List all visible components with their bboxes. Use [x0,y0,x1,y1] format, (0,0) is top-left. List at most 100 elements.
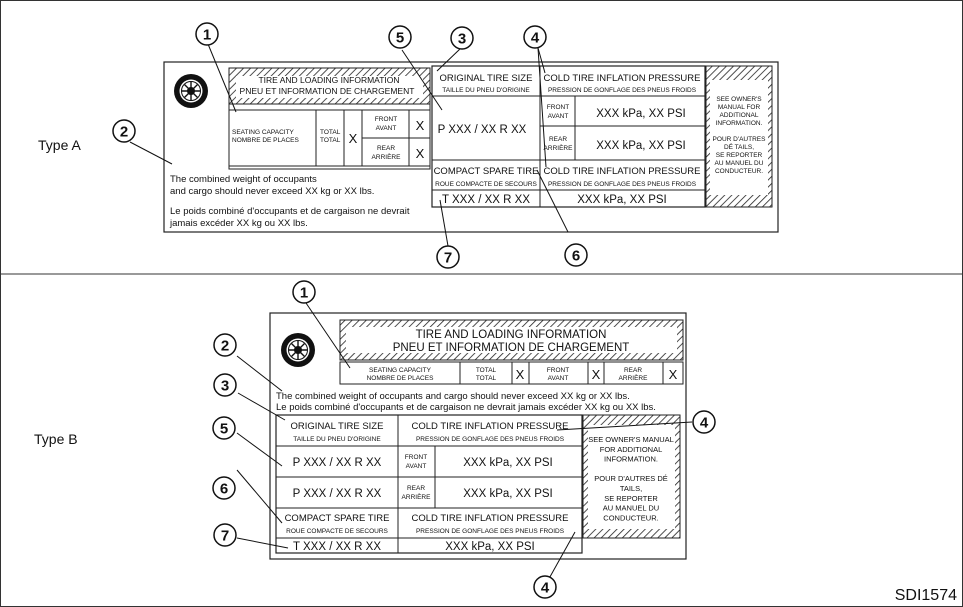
callout-4-b-bottom: 4 [533,575,557,599]
rear-label-fr: ARRIÈRE [544,143,574,152]
callout-5-b: 5 [212,416,236,440]
total-fr: TOTAL [476,375,497,382]
see-manual-line: POUR D'AUTRES [713,136,767,143]
callout-1-b: 1 [292,280,316,304]
callout-5-a: 5 [388,25,412,49]
weight-fr: Le poids combiné d'occupants et de carga… [276,402,656,413]
callout-6-a: 6 [564,243,588,267]
see-manual-line: TAILS, [620,484,642,493]
type-b-panel: Type B TIRE AND LOADING INFORMATION PNEU… [34,312,687,560]
callout-3-b: 3 [213,373,237,397]
rear-en: REAR [624,367,642,374]
weight-fr-line2: jamais excéder XX kg ou XX lbs. [169,218,308,229]
callout-3-a: 3 [450,26,474,50]
callout-7-a: 7 [436,245,460,269]
tire-icon [174,74,208,108]
see-manual-line: CONDUCTEUR. [715,168,763,175]
total-x: X [349,131,358,146]
see-manual-line: SEE OWNER'S [716,96,762,103]
type-a-callouts [129,43,569,247]
header-fr: PNEU ET INFORMATION DE CHARGEMENT [240,86,415,96]
cold-pressure-fr: PRESSION DE GONFLAGE DES PNEUS FROIDS [416,436,565,443]
see-manual-line: AU MANUEL DU [715,160,764,167]
svg-text:2: 2 [221,338,229,355]
seating-fr: NOMBRE DE PLACES [232,137,299,144]
type-b-callouts [236,302,693,585]
header-en: TIRE AND LOADING INFORMATION [258,75,399,85]
see-manual-line: INFORMATION. [604,455,658,464]
seating-fr: NOMBRE DE PLACES [367,375,434,382]
callout-4-b-top: 4 [692,410,716,434]
type-a-label: Type A [38,137,81,153]
front-x: X [416,118,425,133]
see-manual-line: SE REPORTER [604,494,658,503]
front-en: FRONT [375,116,397,123]
orig-tire-fr: TAILLE DU PNEU D'ORIGINE [442,87,530,94]
callout-4-a: 4 [523,25,547,49]
see-manual-line: AU MANUEL DU [603,504,659,513]
spare-pressure-fr: PRESSION DE GONFLAGE DES PNEUS FROIDS [416,528,565,535]
front-label-en: FRONT [547,104,569,111]
front-tire-size-value: P XXX / XX R XX [293,457,382,469]
spare-pressure-value: XXX kPa, XX PSI [445,541,534,553]
front-label-fr: AVANT [406,463,427,470]
compact-spare-fr: ROUE COMPACTE DE SECOURS [286,528,388,535]
callout-2-a: 2 [112,119,136,143]
type-b-callout-numbers: 1 2 3 5 6 7 4 4 [212,280,716,599]
front-label-fr: AVANT [548,113,569,120]
seating-en: SEATING CAPACITY [369,367,432,374]
rear-pressure-value: XXX kPa, XX PSI [596,140,685,152]
spare-size-value: T XXX / XX R XX [442,194,530,206]
svg-text:4: 4 [541,580,550,597]
orig-tire-fr: TAILLE DU PNEU D'ORIGINE [293,436,381,443]
spare-pressure-en: COLD TIRE INFLATION PRESSURE [544,166,701,177]
type-a-callout-numbers: 1 2 3 5 4 6 7 [112,22,588,269]
rear-fr: ARRIÈRE [372,152,402,161]
orig-tire-en: ORIGINAL TIRE SIZE [440,73,533,84]
rear-label-en: REAR [407,485,425,492]
see-manual-line: SEE OWNER'S MANUAL [588,435,674,444]
front-pressure-value: XXX kPa, XX PSI [596,108,685,120]
tire-icon [281,333,315,367]
svg-text:4: 4 [700,415,709,432]
spare-size-value: T XXX / XX R XX [293,541,381,553]
rear-x: X [669,367,678,382]
spare-pressure-fr: PRESSION DE GONFLAGE DES PNEUS FROIDS [548,181,697,188]
cold-pressure-en: COLD TIRE INFLATION PRESSURE [412,421,569,432]
svg-text:3: 3 [458,31,466,48]
rear-label-fr: ARRIÈRE [402,492,432,501]
see-manual-line: POUR D'AUTRES DÉ [594,474,668,483]
total-en: TOTAL [476,367,497,374]
svg-text:7: 7 [221,528,229,545]
svg-text:1: 1 [203,27,211,44]
rear-x: X [416,146,425,161]
callout-7-b: 7 [213,523,237,547]
rear-tire-size-value: P XXX / XX R XX [293,488,382,500]
callout-1-a: 1 [195,22,219,46]
see-manual-line: ADDITIONAL [719,112,758,119]
callout-2-b: 2 [213,333,237,357]
compact-spare-en: COMPACT SPARE TIRE [434,166,539,177]
front-fr: AVANT [548,375,569,382]
svg-text:2: 2 [120,124,128,141]
svg-text:4: 4 [531,30,540,47]
header-en: TIRE AND LOADING INFORMATION [416,329,607,341]
rear-label-en: REAR [549,136,567,143]
front-label-en: FRONT [405,454,427,461]
weight-en-line2: and cargo should never exceed XX kg or X… [170,186,374,197]
orig-tire-en: ORIGINAL TIRE SIZE [291,421,384,432]
cold-pressure-en: COLD TIRE INFLATION PRESSURE [544,73,701,84]
front-en: FRONT [547,367,569,374]
see-manual-line: INFORMATION. [716,120,763,127]
type-b-label: Type B [34,431,78,447]
svg-text:3: 3 [221,378,229,395]
see-manual-line: SE REPORTER [716,152,763,159]
type-a-panel: Type A TIRE AND LOADING INFORMATION PNEU… [38,61,779,233]
total-en: TOTAL [320,129,341,136]
total-x: X [516,367,525,382]
callout-6-b: 6 [212,476,236,500]
svg-text:6: 6 [572,248,580,265]
